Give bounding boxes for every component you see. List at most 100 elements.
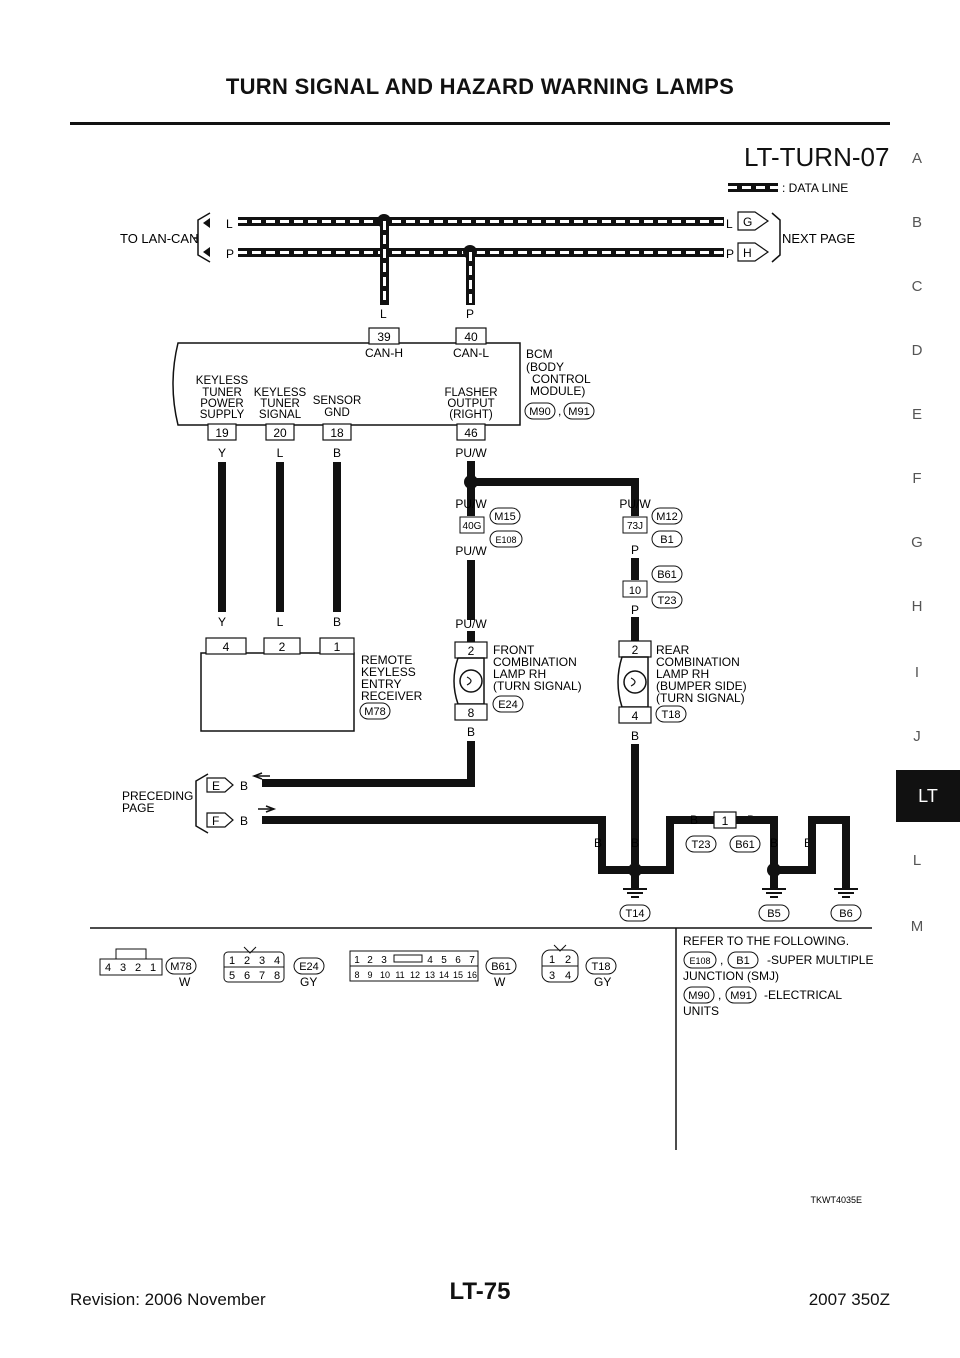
svg-text:B: B [690,813,698,827]
bcm-pin-18: 18 [330,426,344,440]
footer-model: 2007 350Z [808,1290,890,1309]
svg-text:,: , [718,988,721,1002]
svg-text:REMOTE: REMOTE [361,653,412,667]
bcm-name-3: CONTROL [532,372,591,386]
side-index-c[interactable]: C [911,278,923,295]
conn-m12: M12 [656,511,677,523]
svg-text:REAR: REAR [656,643,690,657]
svg-text:B: B [467,725,475,739]
footer-page-number: LT-75 [449,1278,511,1305]
svg-text:B: B [240,779,248,793]
svg-text:8: 8 [468,706,475,720]
side-index-j[interactable]: J [913,728,921,745]
svg-text:16: 16 [467,970,477,980]
svg-text:SIGNAL: SIGNAL [259,409,302,421]
svg-text:B: B [770,836,778,850]
svg-text:FRONT: FRONT [493,643,535,657]
svg-text:4: 4 [105,962,111,974]
svg-text:PU/W: PU/W [619,497,651,511]
svg-text:B1: B1 [736,955,749,967]
receiver-wires: Y L B Y L B [218,446,341,629]
conn-b1: B1 [660,534,673,546]
svg-text:11: 11 [395,970,404,980]
lan-left-label: TO LAN-CAN [120,231,199,246]
svg-text:14: 14 [439,970,449,980]
svg-text:FLASHER: FLASHER [444,387,497,399]
svg-text:POWER: POWER [200,398,243,410]
svg-text:(TURN SIGNAL): (TURN SIGNAL) [656,691,745,705]
svg-text:TUNER: TUNER [202,387,242,399]
svg-text:M91: M91 [730,990,751,1002]
svg-text:1: 1 [722,814,729,828]
svg-text:12: 12 [410,970,420,980]
svg-text:B61: B61 [491,961,511,973]
connector-m78-legend: 4 3 2 1 M78 W [99,948,197,989]
bcm-name-4: MODULE) [530,384,585,398]
svg-text:E108: E108 [689,956,710,966]
lan-g: G [743,215,752,229]
svg-text:-ELECTRICAL: -ELECTRICAL [764,988,842,1002]
svg-text:5: 5 [229,970,235,982]
svg-text:PRECEDING: PRECEDING [122,789,193,803]
side-index-d[interactable]: D [911,342,923,359]
connector-e24-legend: 1 2 3 4 5 6 7 8 E24 GY [223,946,325,989]
svg-text:3: 3 [120,962,126,974]
bcm-pin-20: 20 [273,426,287,440]
connector-t18-legend: 1 2 3 4 T18 GY [541,944,617,989]
svg-text:B: B [631,729,639,743]
svg-text:4: 4 [632,709,639,723]
bulb-icon [459,669,483,693]
svg-text:W: W [494,975,506,989]
svg-text:RECEIVER: RECEIVER [361,689,423,703]
side-index-m[interactable]: M [910,918,924,935]
svg-text:3: 3 [259,955,265,967]
svg-text:B: B [631,836,639,850]
svg-text:-SUPER MULTIPLE: -SUPER MULTIPLE [767,953,873,967]
side-index-f[interactable]: F [912,470,922,487]
svg-text:GY: GY [594,975,611,989]
svg-text:2: 2 [279,640,286,654]
remote-keyless-entry-receiver: 4 2 1 REMOTE KEYLESS ENTRY RECEIVER M78 [200,637,423,732]
bcm-conn-m91: M91 [568,406,589,418]
svg-text:E: E [212,779,220,793]
wire-l-bcm39: L [380,307,387,321]
bcm-pin-19: 19 [215,426,229,440]
ground-wiring: B B B B 1 B T23 B61 B B B [594,811,862,922]
side-index-l[interactable]: L [912,852,922,869]
lan-p-right: P [726,247,734,261]
bcm-can-l-label: CAN-L [453,346,489,360]
front-combination-lamp: 2 8 FRONT COMBINATION LAMP RH (TURN SIGN… [262,631,582,787]
svg-text:COMBINATION: COMBINATION [493,655,577,669]
svg-text:B61: B61 [735,839,755,851]
svg-text:KEYLESS: KEYLESS [196,375,249,387]
svg-text:(RIGHT): (RIGHT) [449,409,493,421]
header-rule [70,122,890,125]
svg-text:1: 1 [150,962,156,974]
svg-text:(BUMPER SIDE): (BUMPER SIDE) [656,679,747,693]
svg-text:4: 4 [427,955,433,966]
svg-text:PU/W: PU/W [455,497,487,511]
side-index-lt-active[interactable]: LT [896,770,960,822]
svg-text:P: P [631,543,639,557]
side-index-g[interactable]: G [911,534,923,551]
svg-text:Y: Y [218,615,226,629]
side-index-a[interactable]: A [911,150,922,167]
side-index-b[interactable]: B [911,214,922,231]
side-index-e[interactable]: E [911,406,922,423]
bcm-pin-40: 40 [464,330,478,344]
svg-text:F: F [212,814,219,828]
svg-text:8: 8 [354,970,359,980]
bulb-icon [623,670,647,694]
svg-text:LAMP RH: LAMP RH [656,667,709,681]
bcm-can-h-label: CAN-H [365,346,403,360]
svg-text:8: 8 [274,970,280,982]
footer-revision: Revision: 2006 November [70,1290,266,1309]
svg-text:5: 5 [441,955,447,966]
side-index-i[interactable]: I [914,664,920,681]
side-index-h[interactable]: H [911,598,923,615]
svg-text:L: L [277,446,284,460]
svg-text:1: 1 [229,955,235,967]
lan-bus: TO LAN-CAN L P L P G H NEXT PAGE [120,211,856,321]
svg-text:M90: M90 [688,990,709,1002]
